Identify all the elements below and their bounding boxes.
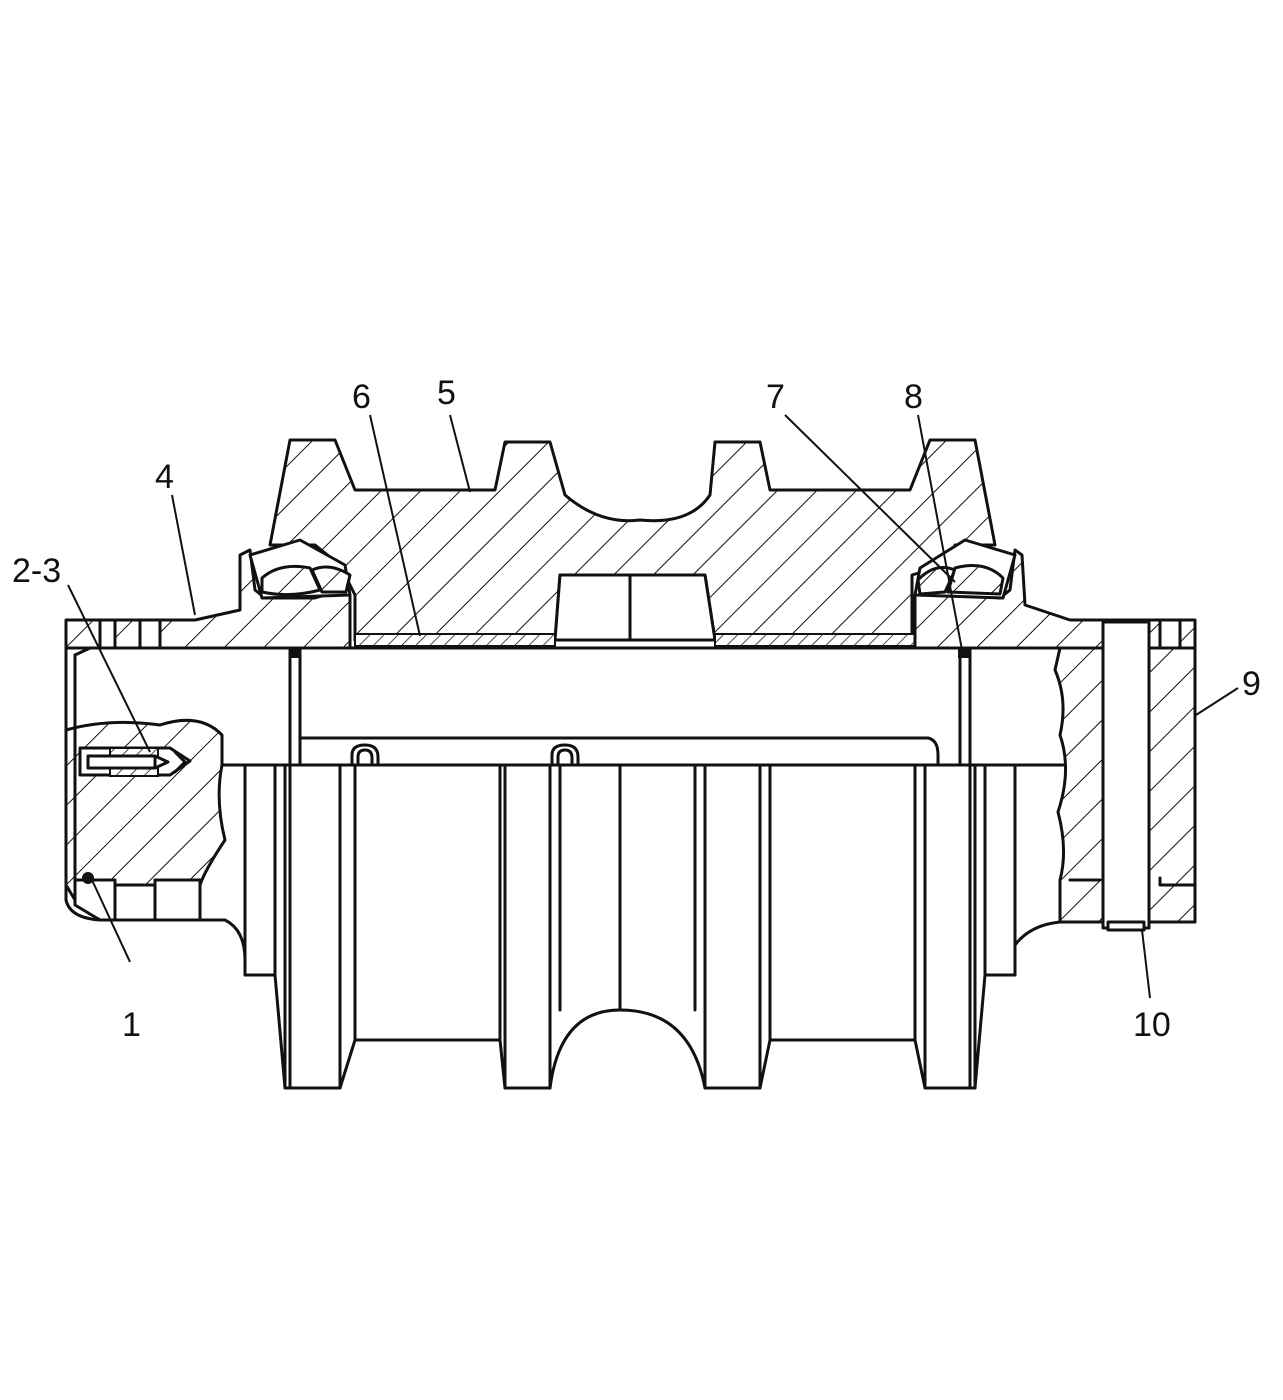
leader-2-3 [67, 584, 151, 753]
callout-label-10: 10 [1133, 1006, 1171, 1044]
leader-5 [449, 414, 471, 493]
callout-label-8: 8 [904, 378, 923, 416]
plug-assembly [78, 746, 192, 777]
callout-label-6: 6 [352, 378, 371, 416]
leader-8 [917, 414, 963, 651]
callout-label-1: 1 [122, 1006, 141, 1044]
o-ring-right [958, 648, 970, 658]
retaining-ring [82, 872, 94, 884]
shaft-section [64, 646, 1197, 767]
leader-4 [171, 494, 196, 616]
leader-6 [369, 414, 421, 637]
bushing-left [354, 633, 556, 647]
roller-body-exterior [64, 763, 1197, 1090]
leader-7 [784, 414, 956, 583]
callout-label-5: 5 [437, 374, 456, 412]
callout-label-9: 9 [1242, 665, 1261, 703]
callout-label-7: 7 [766, 378, 785, 416]
callout-label-4: 4 [155, 458, 174, 496]
o-ring-left [289, 648, 301, 658]
leader-1 [91, 879, 131, 963]
oil-cavity [553, 573, 717, 642]
pin [1101, 620, 1151, 930]
leader-9 [1195, 687, 1239, 716]
leader-10 [1141, 929, 1151, 999]
bushing-right [714, 633, 916, 647]
seal-group-left [248, 538, 352, 600]
callout-label-2-3: 2-3 [12, 552, 61, 590]
